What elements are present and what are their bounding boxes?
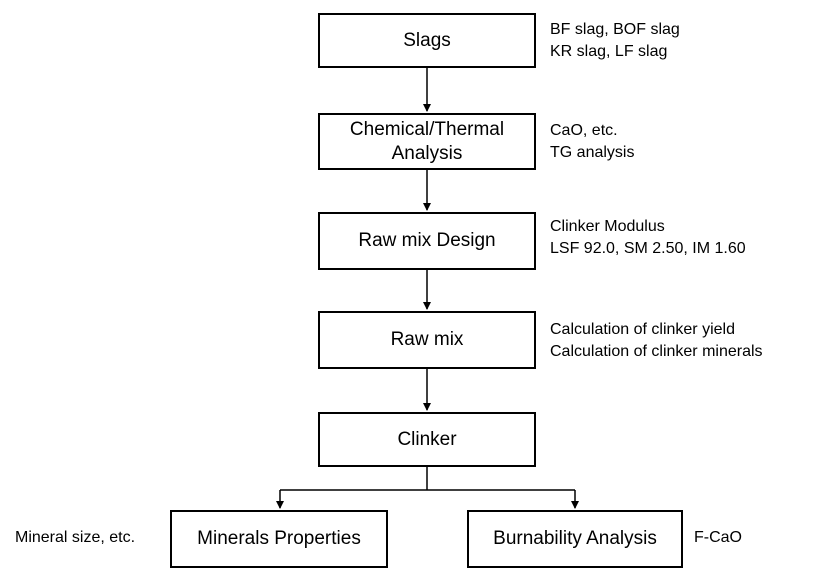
note-burnability-text: F-CaO (694, 529, 742, 546)
note-slags-line2: KR slag, LF slag (550, 43, 668, 61)
node-raw-mix-design: Raw mix Design (318, 212, 536, 270)
node-chemical-thermal-analysis: Chemical/Thermal Analysis (318, 113, 536, 170)
node-analysis-label-line1: Chemical/Thermal (349, 118, 505, 140)
node-slags: Slags (318, 13, 536, 68)
node-analysis-label-line2: Analysis (391, 142, 463, 164)
note-design-line1: Clinker Modulus (550, 218, 665, 235)
node-burnability-analysis: Burnability Analysis (467, 510, 683, 568)
note-analysis-line1: CaO, etc. (550, 122, 618, 139)
note-analysis-line2: TG analysis (550, 144, 635, 162)
note-slags: BF slag, BOF slag KR slag, LF slag (550, 19, 680, 64)
note-rawmix-line2: Calculation of clinker minerals (550, 343, 763, 361)
node-clinker-label: Clinker (397, 428, 457, 450)
node-clinker: Clinker (318, 412, 536, 467)
note-minerals: Mineral size, etc. (15, 527, 135, 549)
note-rawmix-line1: Calculation of clinker yield (550, 321, 735, 338)
note-design-line2: LSF 92.0, SM 2.50, IM 1.60 (550, 240, 746, 258)
node-minerals-label: Minerals Properties (197, 528, 361, 550)
node-design-label: Raw mix Design (358, 230, 496, 252)
node-slags-label: Slags (403, 29, 451, 51)
note-minerals-text: Mineral size, etc. (15, 529, 136, 546)
note-burnability: F-CaO (694, 527, 742, 549)
note-rawmix: Calculation of clinker yield Calculation… (550, 319, 763, 364)
node-burnability-label: Burnability Analysis (493, 528, 657, 550)
note-slags-line1: BF slag, BOF slag (550, 21, 680, 38)
node-minerals-properties: Minerals Properties (170, 510, 388, 568)
note-design: Clinker Modulus LSF 92.0, SM 2.50, IM 1.… (550, 216, 746, 261)
note-analysis: CaO, etc. TG analysis (550, 120, 634, 165)
node-rawmix-label: Raw mix (390, 329, 464, 351)
node-raw-mix: Raw mix (318, 311, 536, 369)
